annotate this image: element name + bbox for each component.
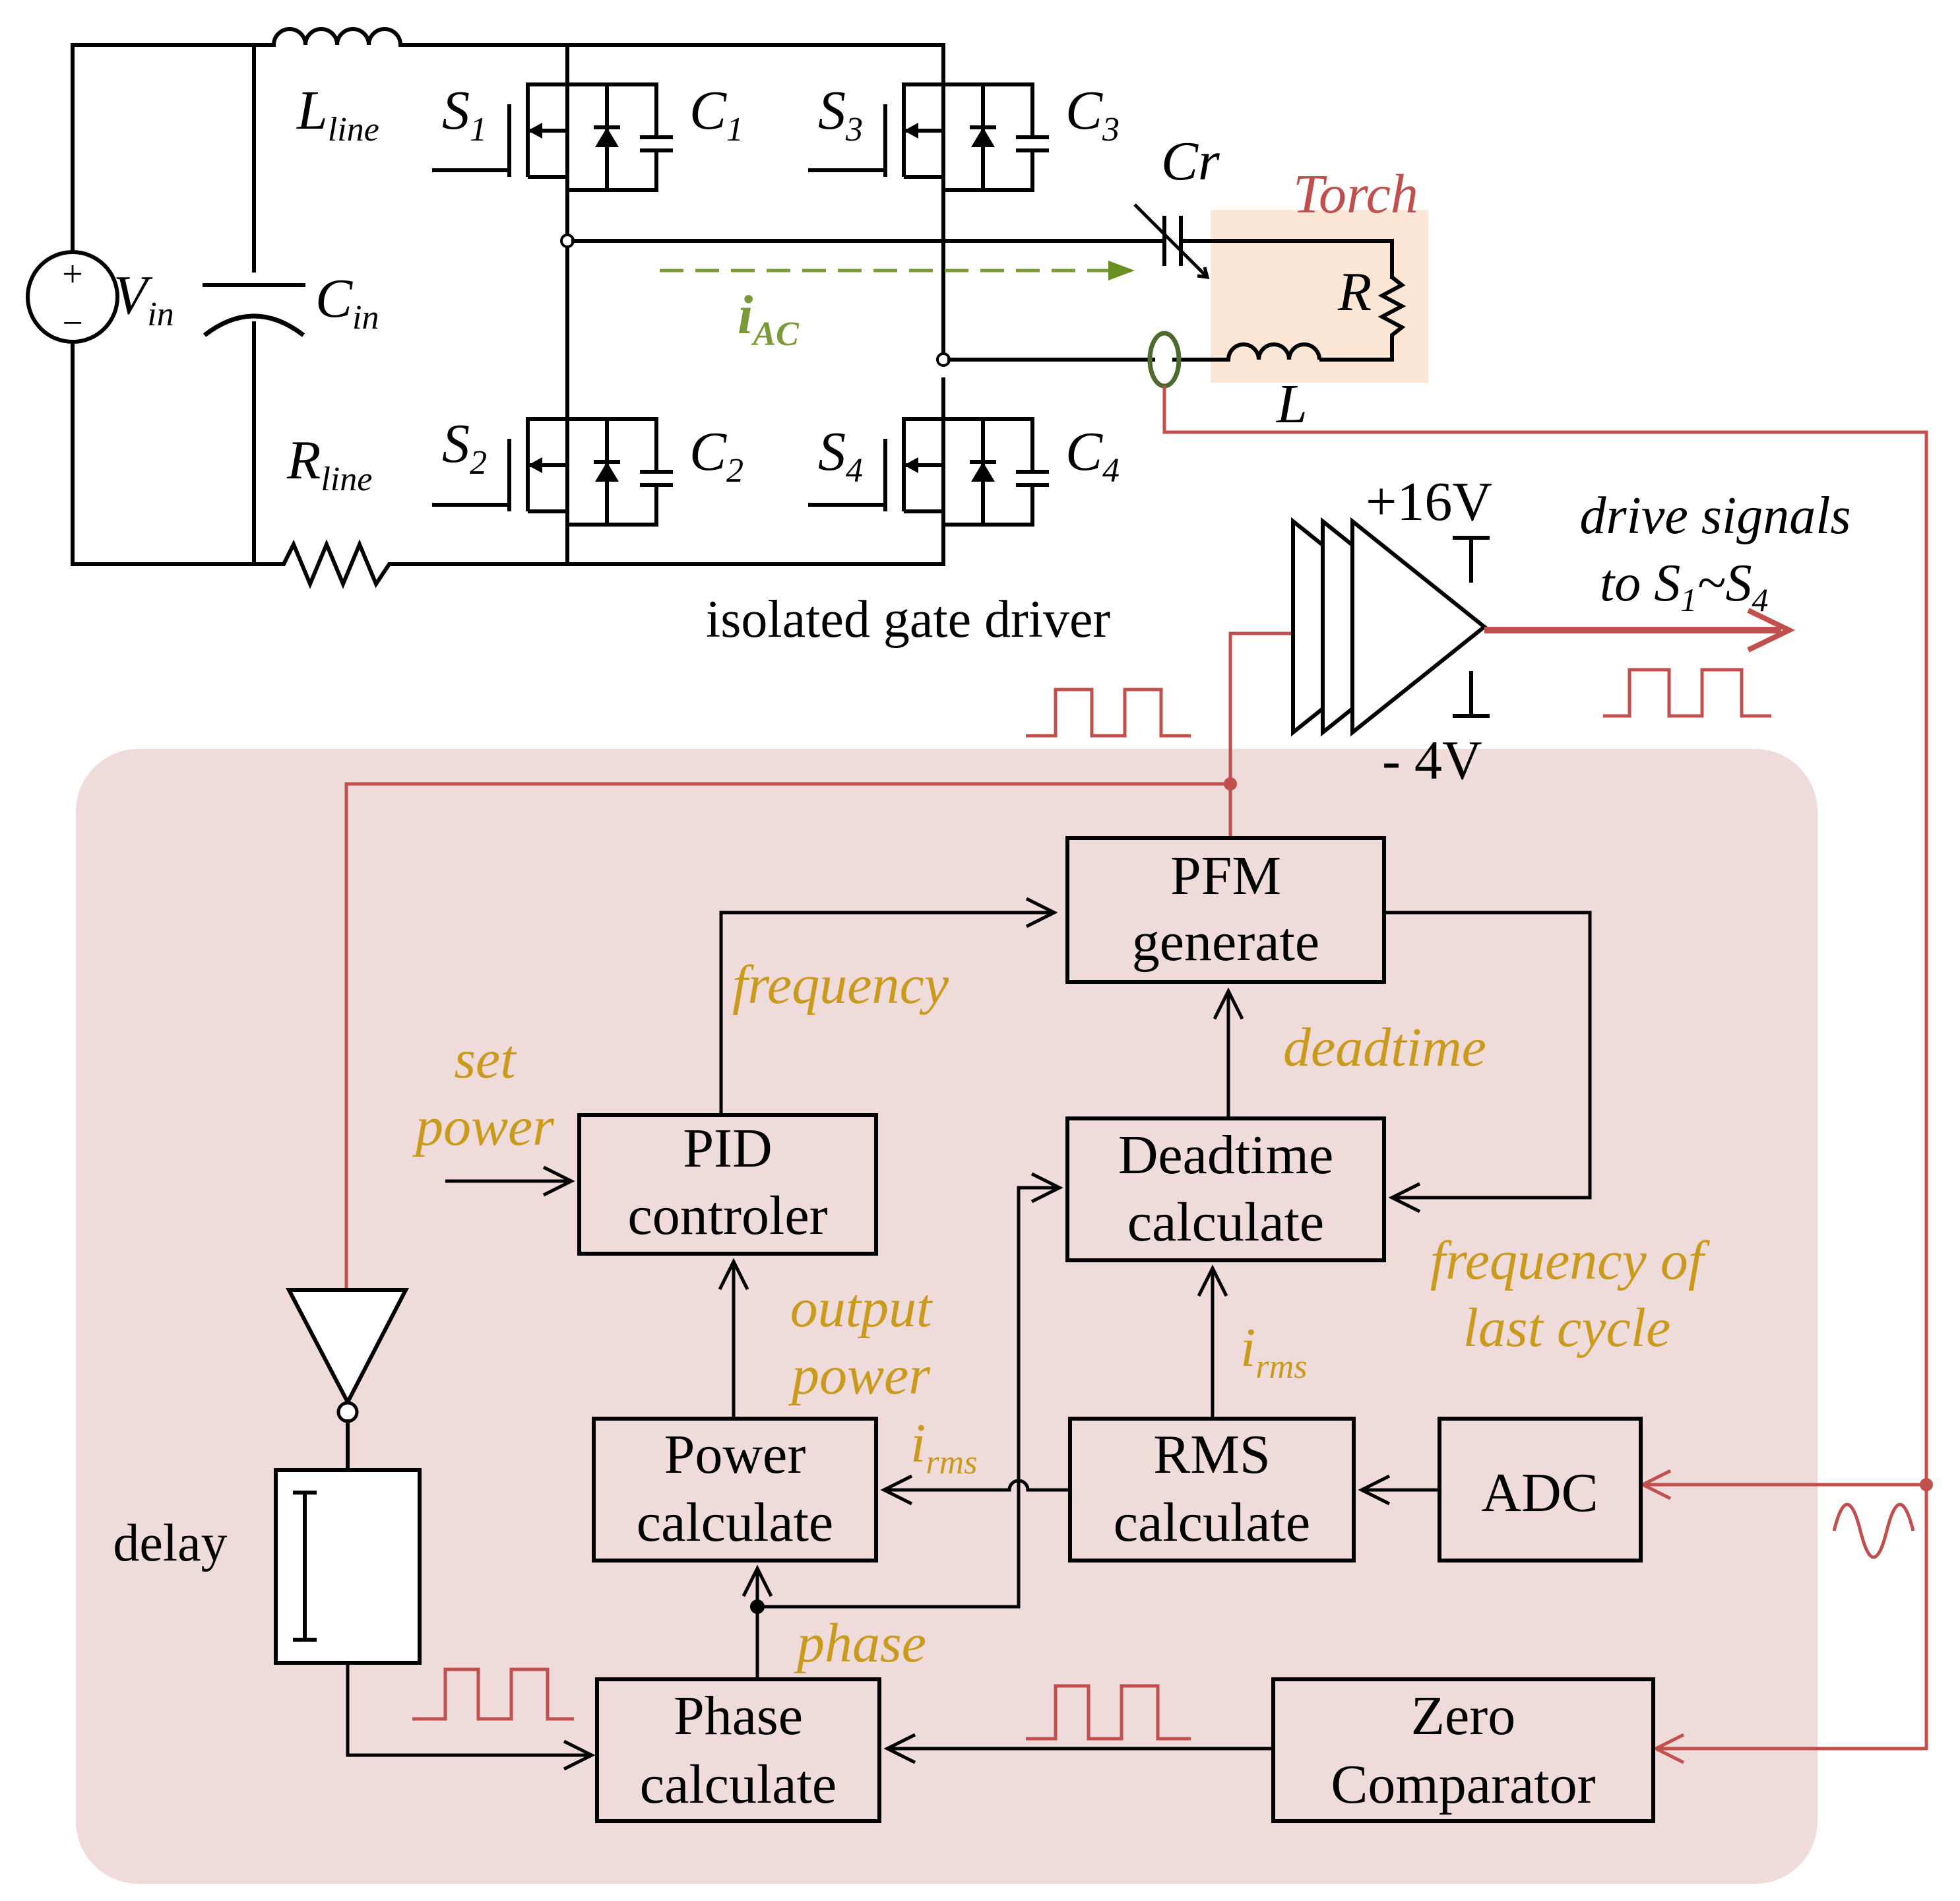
pulse-train-zero [1026, 1684, 1191, 1741]
pid-controller-block [577, 1113, 878, 1256]
phase-signal-label: phase [794, 1613, 926, 1674]
set-power-line1: set [454, 1029, 517, 1090]
phase-block-label-line2: calculate [640, 1754, 837, 1815]
s1-mosfet [432, 45, 673, 230]
c4-label: C4 [1065, 421, 1120, 490]
c1-label: C1 [689, 80, 743, 148]
power-block-label-line2: calculate [637, 1492, 833, 1553]
delay-label: delay [113, 1514, 227, 1572]
rms-block-label-line2: calculate [1114, 1492, 1310, 1553]
pulse-train-delay [412, 1667, 574, 1721]
set-power-line2: power [412, 1096, 554, 1157]
rms-block-label-line1: RMS [1153, 1424, 1270, 1485]
pid-block-label-line1: PID [683, 1118, 772, 1179]
controller-background [76, 749, 1818, 1884]
s3-label: S3 [818, 80, 863, 148]
lline-label: Lline [296, 80, 379, 148]
deadtime-block-label-line1: Deadtime [1118, 1124, 1334, 1186]
vsrc-minus-sign: − [62, 303, 83, 344]
irms-deadtime-label: irms [1240, 1317, 1308, 1386]
iac-label: iAC [738, 284, 800, 353]
frequency-last-line2: last cycle [1463, 1297, 1671, 1359]
lline-inductor [272, 27, 402, 46]
inverter-triangle [286, 1288, 409, 1407]
l-label: L [1276, 373, 1308, 435]
deadtime-block-label-line2: calculate [1127, 1192, 1324, 1253]
torch-inductor [1226, 342, 1321, 360]
gate-driver-label: isolated gate driver [706, 591, 1110, 649]
output-power-line2: power [788, 1345, 930, 1406]
r-label: R [1337, 261, 1372, 323]
cin-label: Cin [315, 268, 379, 337]
pulse-train-pfm [1026, 688, 1191, 738]
delay-block [274, 1468, 422, 1665]
vsrc-plus-sign: + [62, 254, 83, 295]
s1-label: S1 [442, 80, 487, 148]
cr-label: Cr [1161, 131, 1220, 192]
pulse-train-drive [1603, 668, 1771, 718]
rline-resistor [254, 539, 943, 589]
c2-label: C2 [689, 421, 743, 490]
torch-resistor [1319, 275, 1407, 362]
drive-signals-label: drive signals [1579, 487, 1850, 545]
ac-sine-wave [1832, 1502, 1915, 1559]
voltage-source-symbol [26, 250, 119, 344]
power-circuit: + − [26, 27, 1155, 589]
s3-mosfet [808, 45, 1049, 230]
cr-variable-capacitor [1120, 203, 1394, 279]
phase-calculate-block [595, 1677, 881, 1823]
s2-label: S2 [442, 413, 487, 482]
vneg-label: - 4V [1382, 730, 1482, 791]
deadtime-calculate-block [1065, 1116, 1386, 1262]
zero-block-label-line1: Zero [1411, 1685, 1516, 1747]
c3-label: C3 [1065, 80, 1120, 148]
zero-block-label-line2: Comparator [1331, 1754, 1595, 1815]
torch-label: Torch [1293, 164, 1418, 225]
irms-power-label: irms [910, 1413, 978, 1481]
deadtime-signal-label: deadtime [1283, 1017, 1486, 1078]
vpos-label: +16V [1366, 471, 1492, 532]
rline-label: Rline [286, 430, 372, 498]
vin-label: Vin [113, 265, 174, 333]
s4-label: S4 [818, 421, 863, 490]
phase-block-label-line1: Phase [674, 1685, 803, 1747]
frequency-last-line1: frequency of [1430, 1230, 1711, 1291]
s4-mosfet [808, 379, 1049, 564]
adc-block-label: ADC [1481, 1462, 1598, 1524]
isolated-gate-driver [1291, 517, 1490, 737]
s2-mosfet [432, 379, 673, 564]
pfm-generate-block [1065, 836, 1386, 984]
drive-signals-target-label: to S1~S4 [1600, 554, 1769, 618]
pfm-block-label-line2: generate [1132, 911, 1319, 973]
output-power-line1: output [790, 1277, 933, 1339]
pfm-block-label-line1: PFM [1170, 845, 1281, 907]
frequency-signal-label: frequency [732, 954, 949, 1015]
pid-block-label-line2: controler [627, 1185, 827, 1246]
power-block-label-line1: Power [664, 1424, 806, 1485]
